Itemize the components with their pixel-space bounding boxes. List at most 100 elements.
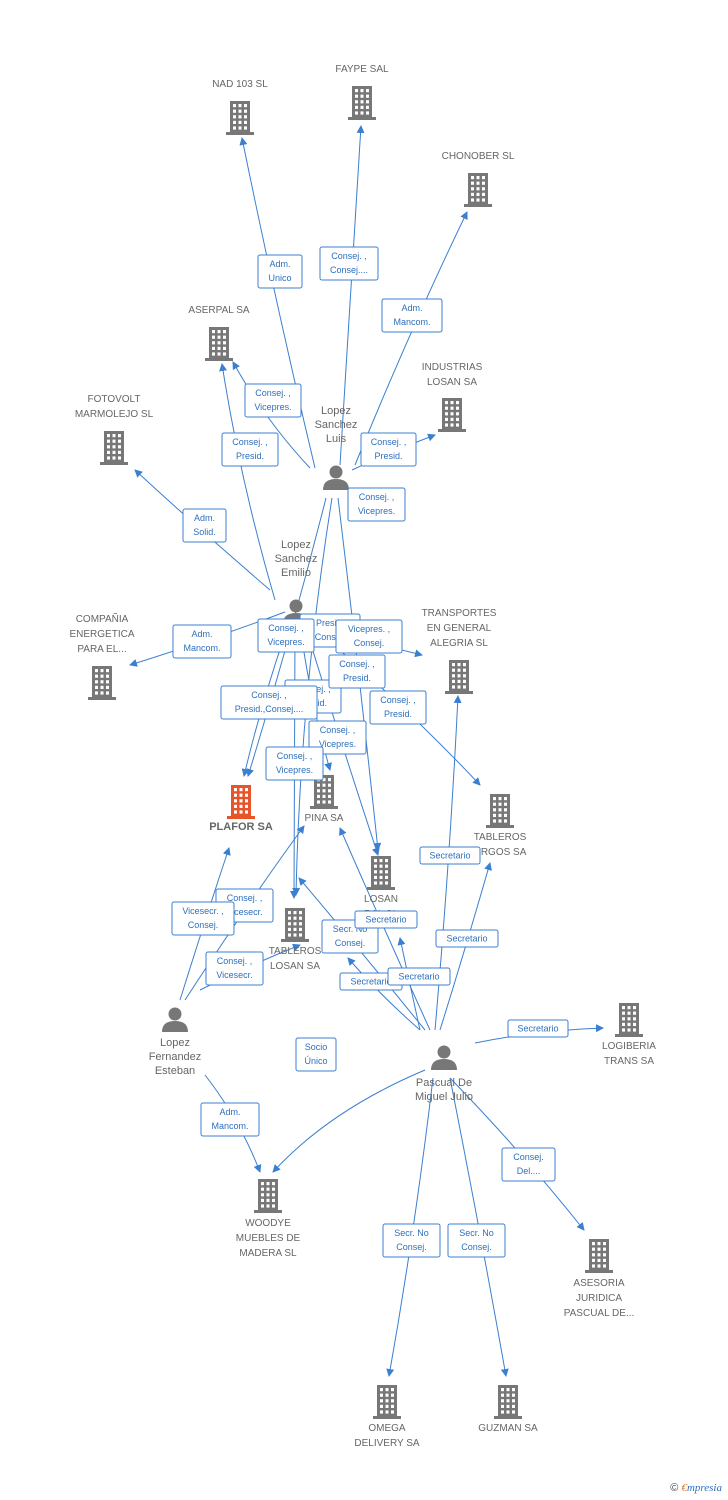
role-label-box[interactable]: Secretario	[507, 1019, 569, 1038]
building-icon[interactable]	[438, 398, 466, 432]
role-label-box[interactable]: Consej. ,Presid.	[360, 432, 417, 467]
company-label[interactable]: PASCUAL DE...	[564, 1308, 635, 1319]
person-label[interactable]: Pascual De	[416, 1077, 472, 1089]
person-label[interactable]: Sanchez	[315, 419, 358, 431]
company-node-aserpal[interactable]: ASERPAL SA	[188, 305, 250, 361]
role-label-box[interactable]: Consej. ,Presid.	[221, 432, 279, 467]
company-label[interactable]: CHONOBER SL	[442, 151, 515, 162]
person-label[interactable]: Esteban	[155, 1065, 195, 1077]
building-icon[interactable]	[227, 785, 255, 819]
company-label[interactable]: EN GENERAL	[427, 623, 492, 634]
company-node-pina[interactable]: PINA SA	[305, 775, 344, 824]
role-label-box[interactable]: Consej. ,Vicepres.	[265, 746, 324, 781]
company-node-faype[interactable]: FAYPE SAL	[335, 64, 389, 120]
company-label[interactable]: PINA SA	[305, 813, 344, 824]
company-node-fotovolt[interactable]: FOTOVOLT MARMOLEJO SL	[75, 394, 154, 465]
building-icon[interactable]	[281, 908, 309, 942]
person-label[interactable]: Lopez	[160, 1037, 190, 1049]
building-icon[interactable]	[367, 856, 395, 890]
company-node-plafor[interactable]: PLAFOR SA	[209, 785, 273, 833]
company-node-woodye[interactable]: WOODYE MUEBLES DE MADERA SL	[236, 1179, 301, 1259]
role-label-box[interactable]: Adm.Mancom.	[172, 624, 232, 659]
company-label[interactable]: PARA EL...	[77, 644, 126, 655]
company-label[interactable]: LOSAN SA	[270, 961, 320, 972]
building-icon[interactable]	[486, 794, 514, 828]
company-node-asesoria[interactable]: ASESORIA JURIDICA PASCUAL DE...	[564, 1239, 635, 1319]
company-label[interactable]: ALEGRIA SL	[430, 638, 488, 649]
building-icon[interactable]	[348, 86, 376, 120]
role-label-box[interactable]: Consej. ,Vicepres.	[347, 487, 406, 522]
company-label[interactable]: ASERPAL SA	[188, 305, 249, 316]
company-label[interactable]: LOSAN SA	[427, 377, 477, 388]
company-node-losan_rural[interactable]: LOSANRAL SL	[364, 856, 399, 920]
role-label-box[interactable]: Consej. ,Vicesecr.	[205, 951, 264, 986]
building-icon[interactable]	[100, 431, 128, 465]
company-label[interactable]: OMEGA	[368, 1423, 406, 1434]
building-icon[interactable]	[494, 1385, 522, 1419]
company-label[interactable]: MARMOLEJO SL	[75, 409, 154, 420]
person-icon[interactable]	[323, 465, 349, 491]
role-label-box[interactable]: Consej. ,Vicepres.	[257, 618, 315, 653]
role-label-box[interactable]: Secretario	[387, 967, 451, 986]
person-label[interactable]: Fernandez	[149, 1051, 202, 1063]
building-icon[interactable]	[226, 101, 254, 135]
company-label[interactable]: ASESORIA	[573, 1278, 624, 1289]
company-node-tableros_burgos[interactable]: TABLEROS URGOS SA	[474, 794, 527, 858]
company-label[interactable]: TABLEROS	[269, 946, 322, 957]
company-label[interactable]: GUZMAN SA	[478, 1423, 538, 1434]
role-label-box[interactable]: Secretario	[354, 910, 418, 929]
building-icon[interactable]	[585, 1239, 613, 1273]
role-label-box[interactable]: Adm.Mancom.	[200, 1102, 260, 1137]
building-icon[interactable]	[310, 775, 338, 809]
company-node-chonober[interactable]: CHONOBER SL	[442, 151, 515, 207]
role-label-box[interactable]: Consej. ,Vicepres.	[308, 720, 367, 755]
person-label[interactable]: Luis	[326, 433, 347, 445]
person-icon[interactable]	[162, 1007, 188, 1033]
company-label[interactable]: JURIDICA	[576, 1293, 622, 1304]
person-label[interactable]: Emilio	[281, 567, 311, 579]
person-label[interactable]: Miguel Julio	[415, 1091, 473, 1103]
building-icon[interactable]	[464, 173, 492, 207]
building-icon[interactable]	[205, 327, 233, 361]
role-label-box[interactable]: Consej. ,Vicepres.	[244, 383, 302, 418]
person-label[interactable]: Sanchez	[275, 553, 318, 565]
company-label[interactable]: TRANSPORTES	[422, 608, 497, 619]
building-icon[interactable]	[615, 1003, 643, 1037]
company-label[interactable]: MUEBLES DE	[236, 1233, 301, 1244]
company-label[interactable]: FOTOVOLT	[88, 394, 141, 405]
role-label-box[interactable]: Adm.Unico	[257, 254, 303, 289]
person-label[interactable]: Lopez	[281, 539, 311, 551]
role-label-box[interactable]: Secretario	[419, 846, 481, 865]
role-label-box[interactable]: Consej.Del....	[501, 1147, 556, 1182]
role-label-box[interactable]: Consej. ,Consej....	[319, 246, 379, 281]
role-label-box[interactable]: Adm.Solid.	[182, 508, 227, 543]
company-node-logiberia[interactable]: LOGIBERIA TRANS SA	[602, 1003, 656, 1067]
company-label[interactable]: TRANS SA	[604, 1056, 654, 1067]
company-label[interactable]: PLAFOR SA	[209, 821, 273, 833]
role-label-box[interactable]: Secretario	[435, 929, 499, 948]
role-label-box[interactable]: Adm.Mancom.	[381, 298, 443, 333]
company-node-transportes[interactable]: TRANSPORTES EN GENERAL ALEGRIA SL	[422, 608, 497, 694]
building-icon[interactable]	[254, 1179, 282, 1213]
company-label[interactable]: MADERA SL	[239, 1248, 297, 1259]
person-label[interactable]: Lopez	[321, 405, 351, 417]
company-label[interactable]: TABLEROS	[474, 832, 527, 843]
role-label-box[interactable]: Vicesecr. ,Consej.	[171, 901, 235, 936]
company-node-nad[interactable]: NAD 103 SL	[212, 79, 268, 135]
company-label[interactable]: URGOS SA	[474, 847, 527, 858]
building-icon[interactable]	[445, 660, 473, 694]
company-label[interactable]: FAYPE SAL	[335, 64, 389, 75]
person-icon[interactable]	[431, 1045, 457, 1071]
company-label[interactable]: WOODYE	[245, 1218, 291, 1229]
company-node-tableros_losan[interactable]: TABLEROS LOSAN SA	[269, 908, 322, 972]
company-label[interactable]: LOGIBERIA	[602, 1041, 656, 1052]
building-icon[interactable]	[373, 1385, 401, 1419]
